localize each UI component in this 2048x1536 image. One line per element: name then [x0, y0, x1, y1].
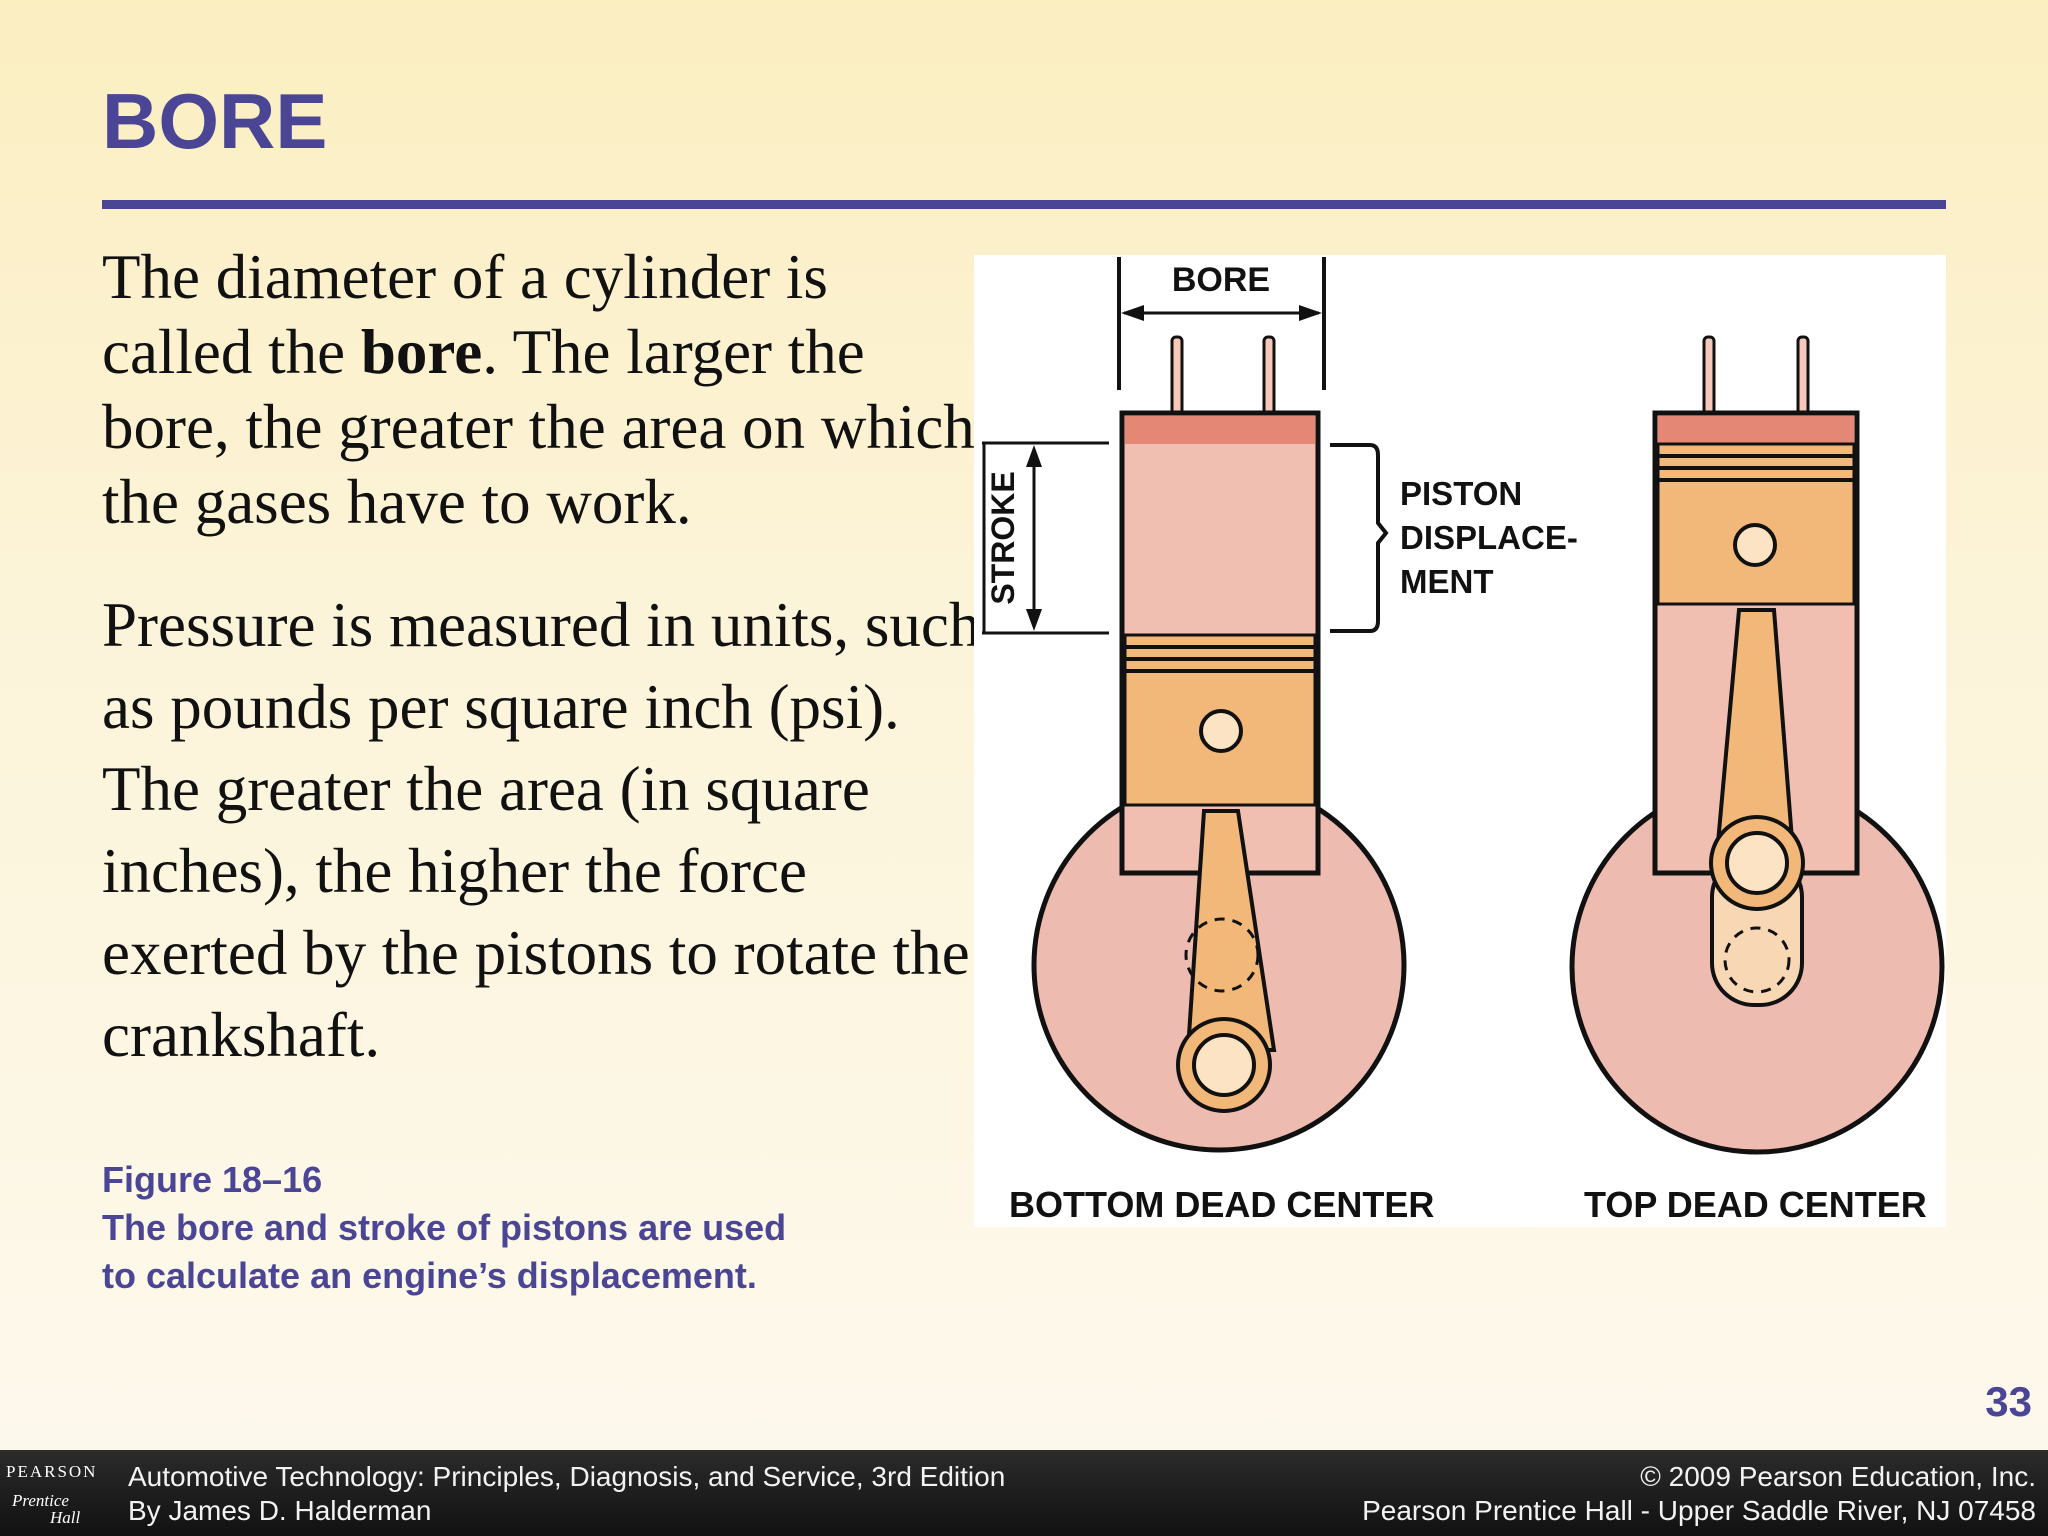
figure-number: Figure 18–16	[102, 1159, 323, 1200]
publisher: Pearson Prentice Hall - Upper Saddle Riv…	[1362, 1495, 2036, 1526]
bore-stroke-figure: BORE STROKE	[974, 255, 1946, 1227]
figure-caption: Figure 18–16 The bore and stroke of pist…	[102, 1156, 786, 1300]
slide-title: BORE	[102, 77, 328, 165]
bore-label: BORE	[1172, 261, 1270, 299]
page-number: 33	[1985, 1378, 2032, 1425]
body-text: The diameter of a cylinder is called the…	[102, 240, 982, 1076]
displacement-label-1: PISTON	[1400, 475, 1522, 512]
paragraph1-start: The diameter of a cylinder is called the	[102, 242, 828, 387]
displacement-label-3: MENT	[1400, 563, 1494, 600]
tdc-engine-diagram: TOP DEAD CENTER	[1569, 335, 1945, 1225]
bottom-dead-center-label: BOTTOM DEAD CENTER	[1009, 1184, 1434, 1225]
bdc-engine-diagram: BORE STROKE	[982, 257, 1578, 1225]
logo-top-text: PEARSON	[6, 1462, 98, 1481]
logo-prentice: Prentice	[12, 1491, 69, 1510]
book-title: Automotive Technology: Principles, Diagn…	[128, 1461, 1006, 1492]
footer-bar: PEARSON Prentice Hall Automotive Technol…	[0, 1450, 2048, 1536]
logo-hall: Hall	[50, 1508, 81, 1527]
caption-line-1: The bore and stroke of pistons are used	[102, 1207, 787, 1248]
copyright: © 2009 Pearson Education, Inc.	[1640, 1461, 2036, 1492]
displacement-label-2: DISPLACE-	[1400, 519, 1578, 556]
author: By James D. Halderman	[128, 1495, 432, 1526]
paragraph1-end: . The larger the bore, the greater the a…	[102, 317, 975, 537]
paragraph-bore-definition: The diameter of a cylinder is called the…	[102, 240, 982, 540]
title-divider	[102, 200, 1946, 209]
bore-term: bore	[360, 317, 483, 387]
stroke-label: STROKE	[985, 471, 1021, 604]
footer-book-info: Automotive Technology: Principles, Diagn…	[128, 1460, 1005, 1528]
logo-bottom-text: Prentice Hall	[12, 1492, 80, 1526]
caption-line-2: to calculate an engine’s displacement.	[102, 1255, 757, 1296]
top-dead-center-label: TOP DEAD CENTER	[1584, 1184, 1927, 1225]
pearson-prentice-hall-logo: PEARSON Prentice Hall	[0, 1450, 104, 1536]
footer-publisher-info: © 2009 Pearson Education, Inc. Pearson P…	[1362, 1460, 2036, 1528]
paragraph-pressure: Pressure is measured in units, such as p…	[102, 590, 981, 1070]
